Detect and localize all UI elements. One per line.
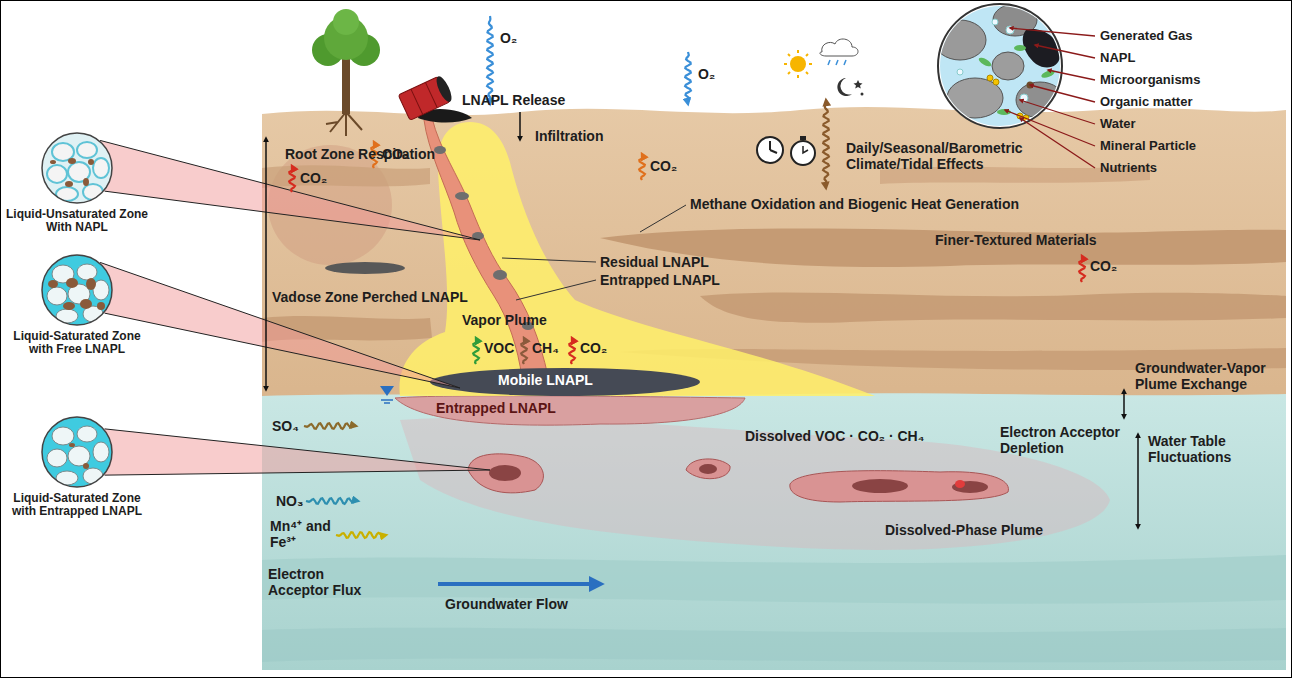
exchange-arrow	[1123, 390, 1125, 418]
lnapl-label: Entrapped LNAPL	[600, 272, 720, 288]
pore-label: Mineral Particle	[1100, 138, 1196, 154]
zone-label: Vadose Zone	[272, 289, 358, 305]
gas-label: CO₂	[580, 340, 607, 356]
process-label: Daily/Seasonal/Barometric Climate/Tidal …	[846, 140, 1076, 172]
weather-icons	[784, 39, 864, 96]
zoom-line	[100, 262, 460, 388]
process-label: Root Zone Respiration	[285, 146, 435, 162]
flux-arrow	[487, 16, 493, 104]
zoom-line	[100, 140, 480, 240]
lnapl-label: Entrapped LNAPL	[436, 400, 556, 416]
clock-icons	[757, 136, 815, 165]
flux-arrow	[521, 338, 527, 364]
zoom-line	[105, 470, 490, 475]
flux-arrow	[306, 498, 358, 504]
zoom-inset: Liquid-Unsaturated Zone With NAPL	[2, 132, 152, 234]
gas-label: CO₂	[300, 170, 327, 186]
soil	[262, 107, 1286, 670]
leader-line	[502, 258, 596, 262]
leader-line	[640, 205, 686, 232]
tree	[312, 9, 380, 136]
lnapl-label: Mobile LNAPL	[498, 372, 593, 388]
perched-lens	[325, 262, 405, 274]
zoom-line	[105, 313, 460, 388]
fluctuation-arrow	[1137, 434, 1139, 528]
lnapl-label: Residual LNAPL	[600, 254, 709, 270]
barrel	[398, 74, 472, 122]
pore-circle	[41, 254, 113, 326]
flow-arrow	[438, 582, 600, 586]
zoom-cone	[77, 262, 460, 388]
lnapl-label: Perched LNAPL	[362, 289, 468, 305]
zone-label: Vapor Plume	[462, 312, 547, 328]
process-label: Infiltration	[535, 128, 603, 144]
pore-leader	[1035, 45, 1095, 58]
zone-label: Dissolved-Phase Plume	[885, 522, 1043, 538]
flux-arrow	[569, 338, 575, 364]
inset-caption: Liquid-Unsaturated Zone With NAPL	[2, 208, 152, 234]
pore-label: NAPL	[1100, 50, 1135, 66]
zoom-inset: Liquid-Saturated Zone with Entrapped LNA…	[2, 416, 152, 518]
zoom-inset: Liquid-Saturated Zone with Free LNAPL	[2, 254, 152, 356]
flux-arrow	[336, 532, 386, 538]
vapor-plume	[399, 122, 875, 396]
pore-circle	[41, 132, 113, 204]
pore-leader	[1030, 85, 1095, 102]
gas-label: O₂	[698, 66, 715, 82]
flux-arrow	[639, 154, 645, 180]
acceptor-label: Mn⁴⁺ and Fe³⁺	[270, 518, 342, 550]
zoom-cone	[77, 140, 480, 240]
mobile-lens	[430, 368, 700, 396]
flux-arrow	[289, 166, 295, 192]
gas-label: Dissolved VOC · CO₂ · CH₄	[745, 428, 924, 444]
pore-circle	[41, 416, 113, 488]
entrapped-lnapl	[395, 396, 1008, 502]
inset-caption: Liquid-Saturated Zone with Free LNAPL	[2, 330, 152, 356]
vadose-arrow	[265, 138, 267, 390]
process-label: Electron Acceptor Flux	[268, 566, 368, 598]
flux-arrow	[1079, 256, 1085, 282]
acceptor-label: SO₄	[272, 418, 299, 434]
process-label: Groundwater Flow	[445, 596, 568, 612]
leader-line	[516, 280, 596, 300]
groundwater	[262, 393, 1286, 670]
pore-label: Nutrients	[1100, 160, 1157, 176]
gas-label: VOC	[484, 340, 514, 356]
process-label: LNAPL Release	[462, 92, 565, 108]
water-table-symbol	[380, 386, 394, 403]
process-label: Electron Acceptor Depletion	[1000, 424, 1132, 456]
infiltration-arrow	[519, 112, 521, 140]
pore-label: Microorganisms	[1100, 72, 1200, 88]
zoom-line	[105, 191, 480, 240]
process-label: Methane Oxidation and Biogenic Heat Gene…	[690, 196, 1019, 212]
gas-label: CO₂	[382, 146, 409, 162]
flux-arrow	[685, 52, 691, 104]
zoom-line	[105, 429, 490, 470]
pore-label: Generated Gas	[1100, 28, 1193, 44]
pore-leader	[1010, 28, 1095, 36]
process-label: Water Table Fluctuations	[1148, 433, 1280, 465]
layer-label: Finer-Textured Materials	[935, 232, 1097, 248]
acceptor-label: NO₃	[276, 493, 303, 509]
flux-arrow	[473, 338, 479, 364]
process-label: Groundwater-Vapor Plume Exchange	[1135, 360, 1285, 392]
gas-label: O₂	[500, 30, 517, 46]
pore-leader	[1048, 70, 1095, 80]
flux-arrow	[304, 423, 356, 429]
magnified-pore	[934, 4, 1064, 128]
zoom-cone	[77, 429, 490, 475]
flux-arrow	[823, 100, 829, 188]
pore-label: Water	[1100, 116, 1136, 132]
pore-leader	[1020, 118, 1095, 168]
pore-label: Organic matter	[1100, 94, 1192, 110]
gas-label: CO₂	[650, 158, 677, 174]
inset-caption: Liquid-Saturated Zone with Entrapped LNA…	[2, 492, 152, 518]
gas-label: CO₂	[1090, 258, 1117, 274]
gas-label: CH₄	[532, 340, 559, 356]
